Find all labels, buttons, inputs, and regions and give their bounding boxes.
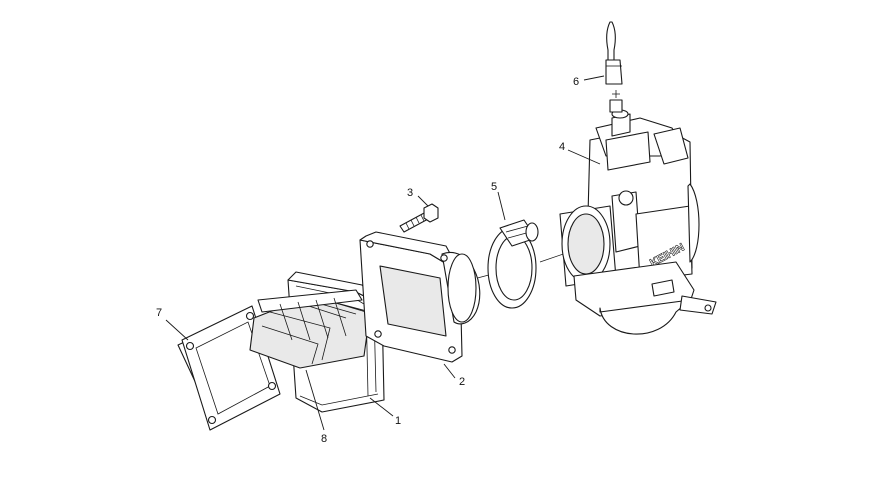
leader-3 <box>417 195 429 207</box>
callout-labels: 1 2 3 4 5 6 7 8 <box>156 76 579 445</box>
callout-4: 4 <box>559 141 565 153</box>
callout-5: 5 <box>491 181 497 193</box>
callout-6: 6 <box>573 76 579 88</box>
leader-6 <box>583 75 605 81</box>
callout-2: 2 <box>459 376 465 388</box>
leader-1 <box>369 397 394 417</box>
part-6-cable-adjuster <box>605 21 623 113</box>
leader-lines <box>165 75 605 431</box>
part-5-hose-clamp <box>487 219 539 309</box>
leader-5 <box>497 191 506 221</box>
part-8-reed-petals <box>249 289 371 369</box>
callout-8: 8 <box>321 433 327 445</box>
part-4-carburetor: KEIHIN <box>559 109 717 335</box>
leader-4 <box>567 149 601 165</box>
callout-1: 1 <box>395 415 401 427</box>
leader-8 <box>305 369 325 431</box>
leader-7 <box>165 319 189 341</box>
part-2-intake-manifold <box>359 231 481 363</box>
callout-3: 3 <box>407 187 413 199</box>
callout-7: 7 <box>156 307 162 319</box>
part-3-bolt <box>399 203 439 233</box>
leader-2 <box>443 363 456 379</box>
